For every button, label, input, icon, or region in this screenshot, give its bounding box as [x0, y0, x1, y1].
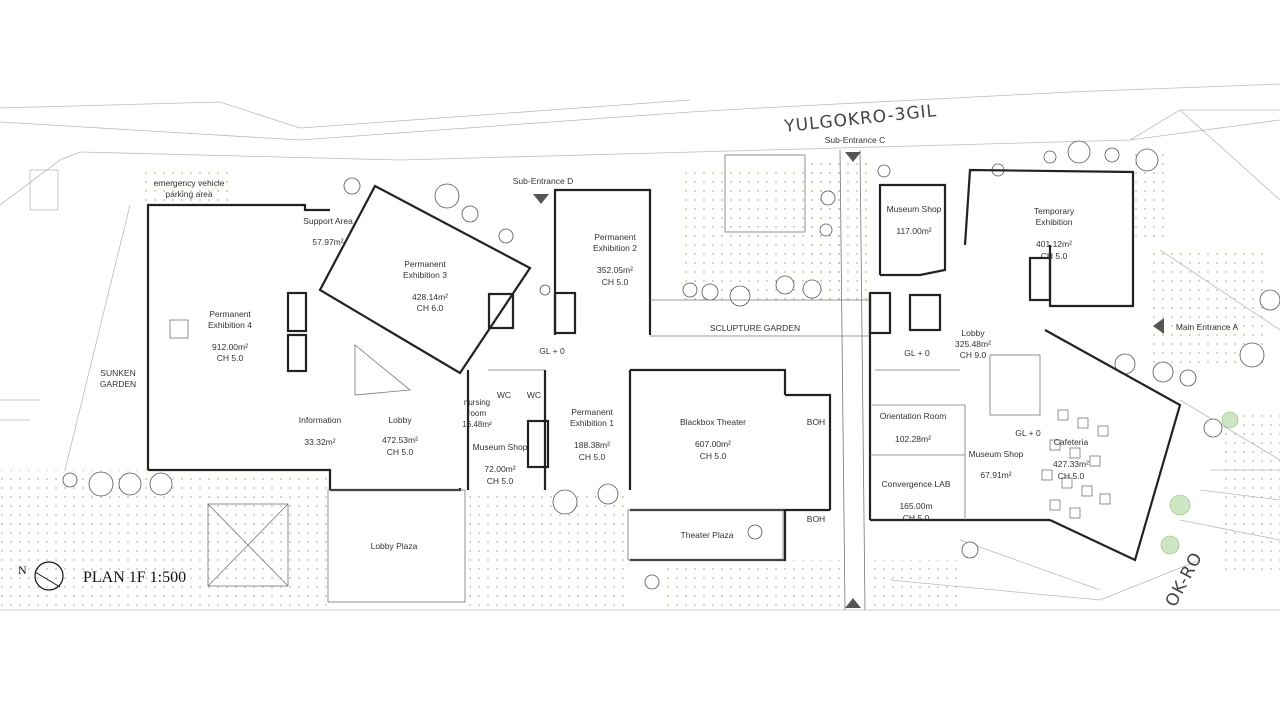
room-area: 117.00m²	[896, 226, 931, 236]
sunken-label-1: SUNKEN	[100, 368, 135, 378]
north-arrow-icon	[34, 561, 64, 591]
room-area: 427.33m²	[1053, 459, 1089, 469]
room-blackbox-theater: Blackbox Theater 607.00m² CH 5.0	[680, 417, 746, 461]
plan-title: PLAN 1F 1:500	[83, 569, 186, 586]
room-area: 188.38m²	[574, 440, 610, 450]
north-arrow-label: N	[18, 563, 27, 577]
room-ceiling: CH 5.0	[579, 452, 606, 462]
room-area: 33.32m²	[304, 437, 335, 447]
room-name: Permanent	[404, 259, 446, 269]
room-name: Exhibition 2	[593, 243, 637, 253]
room-ceiling: CH 5.0	[387, 447, 414, 457]
room-ceiling: CH 5.0	[487, 476, 514, 486]
room-area: 165.00m	[899, 501, 932, 511]
room-name: Exhibition 3	[403, 270, 447, 280]
level-label-west: GL + 0	[539, 346, 565, 356]
street-north: YULGOKRO-3GIL	[782, 101, 938, 137]
room-wc-1: WC	[497, 390, 511, 400]
room-area: 401.12m²	[1036, 239, 1072, 249]
room-ceiling: CH 6.0	[417, 303, 444, 313]
room-name: Exhibition	[1036, 217, 1073, 227]
room-name: Support Area	[303, 216, 353, 226]
room-lobby-west: Lobby 472.53m² CH 5.0	[382, 415, 418, 457]
room-nursing: nursing room 16.48m²	[462, 398, 492, 429]
room-permanent-exhibition-1: Permanent Exhibition 1 188.38m² CH 5.0	[570, 407, 614, 462]
room-name: Temporary	[1034, 206, 1075, 216]
room-wc-2: WC	[527, 390, 541, 400]
room-name: Exhibition 1	[570, 418, 614, 428]
room-name: Permanent	[571, 407, 613, 417]
emergency-label-1: emergency vehicle	[154, 178, 225, 188]
room-temporary-exhibition: Temporary Exhibition 401.12m² CH 5.0	[1034, 206, 1075, 261]
room-ceiling: CH 5.0	[1041, 251, 1068, 261]
room-area: 472.53m²	[382, 435, 418, 445]
room-area: 352.05m²	[597, 265, 633, 275]
room-name: Blackbox Theater	[680, 417, 746, 427]
room-museum-shop-west: Museum Shop 72.00m² CH 5.0	[473, 442, 528, 486]
room-permanent-exhibition-3: Permanent Exhibition 3 428.14m² CH 6.0	[403, 259, 448, 313]
room-boh-1: BOH	[807, 417, 825, 427]
room-museum-shop-east: Museum Shop 67.91m²	[969, 449, 1024, 480]
room-area: 912.00m²	[212, 342, 248, 352]
room-name: Exhibition 4	[208, 320, 252, 330]
room-name: Orientation Room	[880, 411, 947, 421]
room-orientation: Orientation Room 102.28m²	[880, 411, 947, 444]
room-name: Museum Shop	[887, 204, 942, 214]
room-area: 67.91m²	[980, 470, 1011, 480]
room-name: Information	[299, 415, 342, 425]
room-area: 57.97m²	[312, 237, 343, 247]
level-label-cafe: GL + 0	[1015, 428, 1041, 438]
room-name: Lobby	[961, 328, 985, 338]
sub-entrance-c-label: Sub-Entrance C	[825, 135, 885, 145]
level-label-east: GL + 0	[904, 348, 930, 358]
sculpture-garden-label: SCLUPTURE GARDEN	[710, 323, 800, 333]
main-entrance-a-label: Main Entrance A	[1176, 322, 1239, 332]
room-name: Permanent	[594, 232, 636, 242]
room-name: Cafeteria	[1054, 437, 1089, 447]
room-permanent-exhibition-2: Permanent Exhibition 2 352.05m² CH 5.0	[593, 232, 637, 287]
room-lobby-east: Lobby 325.48m² CH 9.0	[955, 328, 991, 360]
street-east: OK-RO	[1162, 549, 1207, 611]
theater-plaza-label: Theater Plaza	[681, 530, 734, 540]
room-name: room	[468, 409, 487, 418]
room-name: nursing	[464, 398, 490, 407]
lobby-plaza-label: Lobby Plaza	[371, 541, 418, 551]
room-name: Lobby	[388, 415, 412, 425]
room-cafeteria: Cafeteria 427.33m² CH 5.0	[1053, 437, 1089, 481]
room-convergence-lab: Convergence LAB 165.00m CH 5.0	[882, 479, 951, 523]
room-area: 102.28m²	[895, 434, 931, 444]
room-name: Permanent	[209, 309, 251, 319]
room-ceiling: CH 5.0	[903, 513, 930, 523]
sub-entrance-d-arrow-icon	[533, 194, 549, 204]
sub-entrance-c-arrow-icon	[845, 152, 861, 162]
room-area: 72.00m²	[484, 464, 515, 474]
sub-entrance-d-label: Sub-Entrance D	[513, 176, 573, 186]
room-area: 428.14m²	[412, 292, 448, 302]
main-entrance-a-arrow-icon	[1153, 318, 1164, 334]
room-ceiling: CH 5.0	[602, 277, 629, 287]
emergency-label-2: parking area	[165, 189, 213, 199]
room-boh-2: BOH	[807, 514, 825, 524]
sunken-label-2: GARDEN	[100, 379, 136, 389]
room-ceiling: CH 5.0	[217, 353, 244, 363]
room-name: Museum Shop	[969, 449, 1024, 459]
room-area: 607.00m²	[695, 439, 731, 449]
room-area: 325.48m²	[955, 339, 991, 349]
room-name: Convergence LAB	[882, 479, 951, 489]
room-permanent-exhibition-4: Permanent Exhibition 4 912.00m² CH 5.0	[208, 309, 252, 363]
landscape	[0, 150, 1280, 610]
room-ceiling: CH 5.0	[1058, 471, 1085, 481]
south-entrance-arrow-icon	[845, 598, 861, 608]
room-area: 16.48m²	[462, 420, 492, 429]
room-ceiling: CH 9.0	[960, 350, 987, 360]
room-museum-shop-north: Museum Shop 117.00m²	[887, 204, 942, 236]
room-name: Museum Shop	[473, 442, 528, 452]
room-support-area: Support Area 57.97m²	[303, 216, 353, 247]
building-walls	[146, 154, 1182, 603]
room-ceiling: CH 5.0	[700, 451, 727, 461]
room-information: Information 33.32m²	[299, 415, 342, 447]
